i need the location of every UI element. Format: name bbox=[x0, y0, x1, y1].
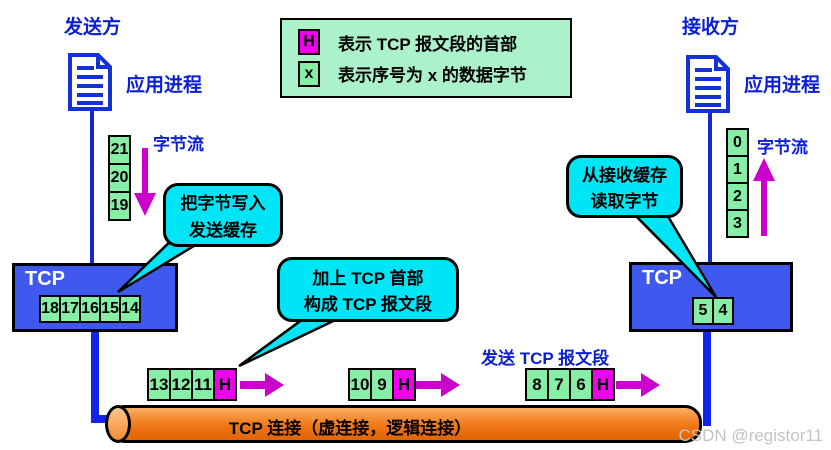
watermark: CSDN @registor11 bbox=[678, 426, 823, 445]
sender-pipe-line-vertical bbox=[91, 330, 99, 423]
buffer-cell: 4 bbox=[712, 297, 734, 325]
receiver-byte-stream: 0 1 2 3 bbox=[726, 128, 749, 238]
callout-line: 把字节写入 bbox=[180, 194, 266, 214]
segment-byte-cell: 7 bbox=[547, 368, 571, 401]
sender-tcp-label: TCP bbox=[25, 268, 65, 290]
callout-line: 读取字节 bbox=[590, 192, 659, 211]
middle-callout: 加上 TCP 首部 构成 TCP 报文段 bbox=[277, 257, 459, 322]
tcp-connection-pipe-cap bbox=[105, 405, 131, 443]
tcp-segment-3: 8 7 6 H bbox=[525, 368, 615, 401]
legend-row-header: H 表示 TCP 报文段的首部 bbox=[298, 29, 570, 56]
receiver-tcp-box: TCP 5 4 bbox=[629, 262, 793, 332]
legend-box: H 表示 TCP 报文段的首部 x 表示序号为 x 的数据字节 bbox=[280, 18, 572, 98]
receiver-pipe-line-vertical bbox=[703, 330, 711, 426]
legend-byte-text: 表示序号为 x 的数据字节 bbox=[338, 66, 527, 86]
callout-line: 从接收缓存 bbox=[582, 166, 667, 185]
receiver-document-icon bbox=[686, 55, 730, 113]
byte-stream-up-arrow-icon bbox=[753, 158, 775, 236]
segment-arrow-icon bbox=[616, 373, 660, 397]
receiver-process-line bbox=[708, 111, 712, 263]
tcp-connection-label: TCP 连接（虚连接，逻辑连接） bbox=[228, 419, 472, 438]
segment-header-cell: H bbox=[213, 368, 237, 401]
send-segment-label: 发送 TCP 报文段 bbox=[481, 349, 610, 368]
receiver-callout: 从接收缓存 读取字节 bbox=[566, 155, 683, 218]
sender-process-line bbox=[90, 110, 94, 264]
sender-stream-label: 字节流 bbox=[153, 135, 204, 154]
byte-cell: 19 bbox=[108, 191, 131, 221]
receiver-title: 接收方 bbox=[682, 17, 740, 38]
legend-header-text: 表示 TCP 报文段的首部 bbox=[338, 34, 518, 54]
callout-line: 构成 TCP 报文段 bbox=[303, 295, 433, 315]
segment-byte-cell: 8 bbox=[525, 368, 549, 401]
sender-document-icon bbox=[68, 53, 112, 111]
receiver-stream-label: 字节流 bbox=[757, 138, 808, 157]
buffer-cell: 14 bbox=[119, 295, 141, 323]
sender-title: 发送方 bbox=[64, 17, 122, 38]
segment-header-cell: H bbox=[392, 368, 416, 401]
segment-arrow-icon bbox=[416, 373, 460, 397]
tcp-connection-pipe bbox=[108, 405, 702, 443]
tcp-segment-2: 10 9 H bbox=[348, 368, 416, 401]
segment-byte-cell: 11 bbox=[191, 368, 215, 401]
byte-cell: 20 bbox=[108, 163, 131, 193]
sender-buffer: 18 17 16 15 14 bbox=[39, 295, 141, 323]
byte-cell: 3 bbox=[726, 209, 749, 238]
callout-line: 发送缓存 bbox=[189, 220, 257, 240]
segment-header-cell: H bbox=[591, 368, 615, 401]
segment-arrow-icon bbox=[240, 373, 284, 397]
receiver-tcp-label: TCP bbox=[642, 267, 682, 289]
tcp-segment-1: 13 12 11 H bbox=[147, 368, 237, 401]
receiver-process-label: 应用进程 bbox=[744, 75, 821, 96]
legend-header-symbol: H bbox=[298, 29, 320, 56]
sender-process-label: 应用进程 bbox=[126, 75, 203, 96]
legend-byte-symbol: x bbox=[298, 60, 320, 87]
sender-callout: 把字节写入 发送缓存 bbox=[163, 183, 283, 247]
callout-line: 加上 TCP 首部 bbox=[312, 268, 424, 288]
receiver-buffer: 5 4 bbox=[692, 297, 734, 325]
buffer-cell: 16 bbox=[79, 295, 101, 323]
legend-row-byte: x 表示序号为 x 的数据字节 bbox=[298, 60, 570, 87]
sender-byte-stream: 21 20 19 bbox=[108, 135, 131, 221]
byte-stream-down-arrow-icon bbox=[134, 148, 156, 216]
sender-tcp-box: TCP 18 17 16 15 14 bbox=[12, 263, 178, 332]
segment-byte-cell: 12 bbox=[169, 368, 193, 401]
